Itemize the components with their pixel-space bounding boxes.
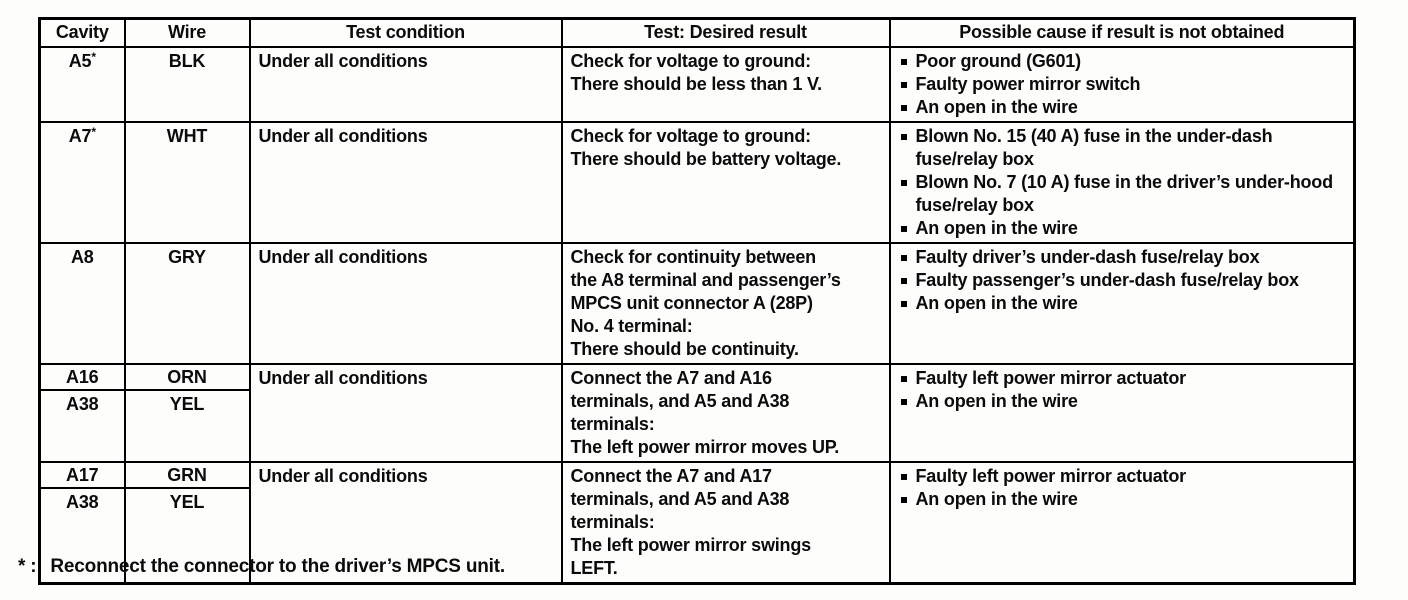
cavity-cell-split: A16 A38 bbox=[38, 363, 126, 463]
cavity-cell: A8 bbox=[38, 242, 126, 365]
wire-cell-split: GRN YEL bbox=[123, 461, 251, 585]
list-item: An open in the wire bbox=[897, 292, 1350, 315]
test-condition-cell: Under all conditions bbox=[248, 121, 563, 244]
wire-value: YEL bbox=[169, 394, 205, 414]
table-row-a7: A7* WHT Under all conditions Check for v… bbox=[38, 121, 1356, 244]
bullet-icon bbox=[900, 134, 907, 140]
test-condition-cell: Under all conditions bbox=[248, 461, 563, 585]
possible-cause-cell: Blown No. 15 (40 A) fuse in the under-da… bbox=[888, 121, 1356, 244]
cavity-value: A38 bbox=[66, 394, 99, 414]
list-item: An open in the wire bbox=[897, 96, 1350, 119]
test-condition-cell: Under all conditions bbox=[248, 242, 563, 365]
footnote-text: Reconnect the connector to the driver’s … bbox=[50, 556, 505, 577]
wire-cell: WHT bbox=[123, 121, 251, 244]
list-item: Poor ground (G601) bbox=[897, 50, 1350, 73]
asterisk-marker: * bbox=[91, 125, 96, 139]
cause-list: Faulty left power mirror actuator An ope… bbox=[897, 367, 1350, 413]
bullet-icon bbox=[900, 399, 907, 405]
table-row-a5: A5* BLK Under all conditions Check for v… bbox=[38, 46, 1356, 123]
wire-cell: BLK bbox=[123, 46, 251, 123]
desired-result-cell: Check for continuity between the A8 term… bbox=[560, 242, 891, 365]
list-item: Faulty passenger’s under-dash fuse/relay… bbox=[897, 269, 1350, 292]
possible-cause-cell: Faulty left power mirror actuator An ope… bbox=[888, 461, 1356, 585]
cause-list: Poor ground (G601) Faulty power mirror s… bbox=[897, 50, 1350, 119]
desired-result-text: Check for continuity between the A8 term… bbox=[570, 247, 841, 359]
asterisk-marker: * bbox=[91, 50, 96, 64]
list-item: Faulty power mirror switch bbox=[897, 73, 1350, 96]
desired-result-cell: Connect the A7 and A16 terminals, and A5… bbox=[560, 363, 891, 463]
cavity-cell: A7* bbox=[38, 121, 126, 244]
bullet-icon bbox=[900, 278, 907, 284]
column-header-desired-result: Test: Desired result bbox=[560, 17, 891, 48]
list-item: An open in the wire bbox=[897, 217, 1350, 240]
wire-value: YEL bbox=[169, 492, 205, 512]
header-row: Cavity Wire Test condition Test: Desired… bbox=[38, 17, 1356, 48]
footnote: * : Reconnect the connector to the driver… bbox=[18, 556, 505, 578]
table-row-a16-a38: A16 A38 ORN YEL Under all conditions Con… bbox=[38, 363, 1356, 463]
cavity-value: A16 bbox=[41, 366, 123, 391]
column-header-wire: Wire bbox=[123, 17, 251, 48]
cause-list: Faulty left power mirror actuator An ope… bbox=[897, 465, 1350, 511]
cavity-cell-split: A17 A38 bbox=[38, 461, 126, 585]
wire-value: ORN bbox=[126, 366, 248, 391]
bullet-icon bbox=[900, 301, 907, 307]
list-item: Faulty left power mirror actuator bbox=[897, 465, 1350, 488]
list-item: Blown No. 7 (10 A) fuse in the driver’s … bbox=[897, 171, 1350, 217]
bullet-icon bbox=[900, 180, 907, 186]
cavity-value: A7 bbox=[68, 126, 92, 146]
desired-result-cell: Check for voltage to ground: There shoul… bbox=[560, 121, 891, 244]
cavity-value: A8 bbox=[70, 247, 94, 267]
list-item: Faulty left power mirror actuator bbox=[897, 367, 1350, 390]
cavity-value: A17 bbox=[41, 464, 123, 489]
bullet-icon bbox=[900, 497, 907, 503]
column-header-test-condition: Test condition bbox=[248, 17, 563, 48]
bullet-icon bbox=[900, 82, 907, 88]
footnote-marker: * : bbox=[18, 556, 37, 577]
bullet-icon bbox=[900, 474, 907, 480]
wire-cell: GRY bbox=[123, 242, 251, 365]
possible-cause-cell: Faulty left power mirror actuator An ope… bbox=[888, 363, 1356, 463]
test-condition-cell: Under all conditions bbox=[248, 363, 563, 463]
column-header-cavity: Cavity bbox=[38, 17, 126, 48]
troubleshooting-table: Cavity Wire Test condition Test: Desired… bbox=[38, 17, 1356, 585]
bullet-icon bbox=[900, 255, 907, 261]
bullet-icon bbox=[900, 376, 907, 382]
test-condition-cell: Under all conditions bbox=[248, 46, 563, 123]
cavity-value: A5 bbox=[68, 51, 92, 71]
bullet-icon bbox=[900, 226, 907, 232]
bullet-icon bbox=[900, 105, 907, 111]
desired-result-text: Check for voltage to ground: There shoul… bbox=[570, 126, 842, 169]
desired-result-text: Connect the A7 and A16 terminals, and A5… bbox=[570, 368, 840, 457]
possible-cause-cell: Faulty driver’s under-dash fuse/relay bo… bbox=[888, 242, 1356, 365]
desired-result-cell: Check for voltage to ground: There shoul… bbox=[560, 46, 891, 123]
list-item: Faulty driver’s under-dash fuse/relay bo… bbox=[897, 246, 1350, 269]
desired-result-text: Connect the A7 and A17 terminals, and A5… bbox=[570, 466, 812, 578]
cause-list: Faulty driver’s under-dash fuse/relay bo… bbox=[897, 246, 1350, 315]
cause-list: Blown No. 15 (40 A) fuse in the under-da… bbox=[897, 125, 1350, 240]
table-row-a8: A8 GRY Under all conditions Check for co… bbox=[38, 242, 1356, 365]
list-item: An open in the wire bbox=[897, 390, 1350, 413]
cavity-value: A38 bbox=[66, 492, 99, 512]
desired-result-cell: Connect the A7 and A17 terminals, and A5… bbox=[560, 461, 891, 585]
desired-result-text: Check for voltage to ground: There shoul… bbox=[570, 51, 823, 94]
wire-value: GRN bbox=[126, 464, 248, 489]
cavity-cell: A5* bbox=[38, 46, 126, 123]
column-header-possible-cause: Possible cause if result is not obtained bbox=[888, 17, 1356, 48]
list-item: An open in the wire bbox=[897, 488, 1350, 511]
possible-cause-cell: Poor ground (G601) Faulty power mirror s… bbox=[888, 46, 1356, 123]
table-row-a17-a38: A17 A38 GRN YEL Under all conditions Con… bbox=[38, 461, 1356, 585]
bullet-icon bbox=[900, 59, 907, 65]
wire-cell-split: ORN YEL bbox=[123, 363, 251, 463]
list-item: Blown No. 15 (40 A) fuse in the under-da… bbox=[897, 125, 1350, 171]
